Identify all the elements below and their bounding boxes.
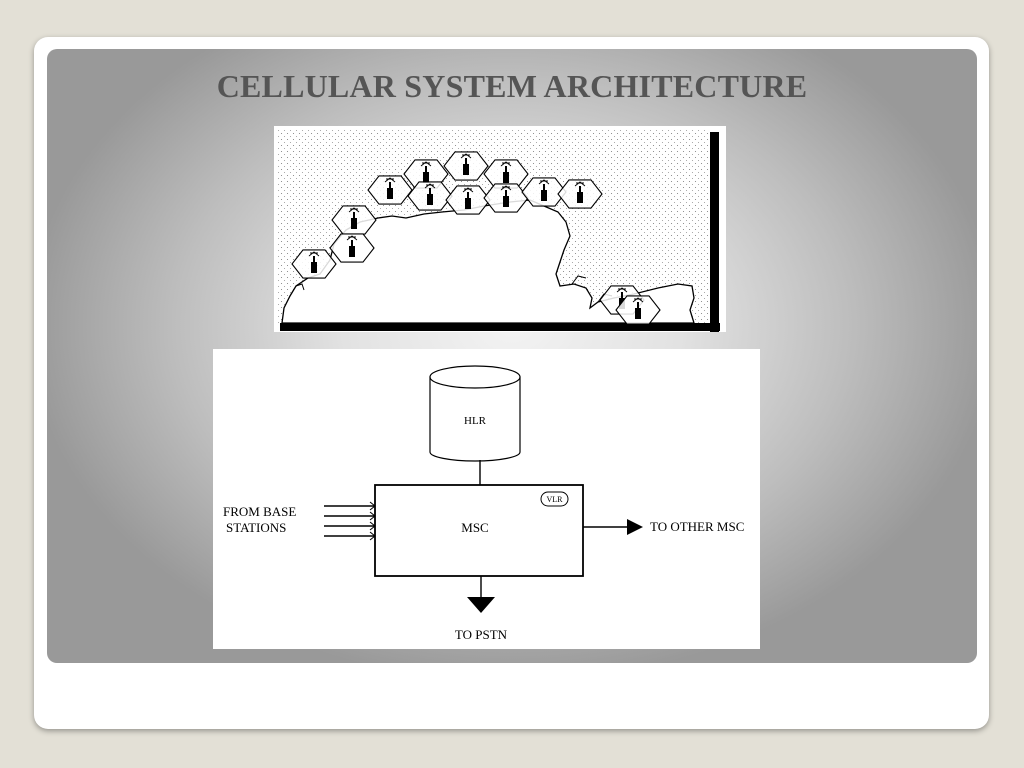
other-msc-arrowhead xyxy=(627,519,643,535)
base-station-tower-icon xyxy=(574,181,586,203)
base-station-tower-icon xyxy=(500,185,512,207)
base-station-tower-icon xyxy=(424,183,436,205)
base-station-tower-icon xyxy=(308,251,320,273)
slide-title: CELLULAR SYSTEM ARCHITECTURE xyxy=(216,68,808,104)
to-other-msc-label: TO OTHER MSC xyxy=(650,519,744,534)
base-station-tower-icon xyxy=(348,207,360,229)
base-station-tower-icon xyxy=(384,177,396,199)
input-arrow-tip xyxy=(369,531,376,541)
input-arrow-tip xyxy=(369,521,376,531)
from-base-label: FROM BASE xyxy=(223,504,296,519)
input-arrow-tip xyxy=(369,511,376,521)
vlr-badge xyxy=(540,491,569,507)
base-station-tower-icon xyxy=(632,297,644,319)
base-station-tower-icon xyxy=(538,179,550,201)
hlr-label: HLR xyxy=(464,415,487,427)
base-station-tower-icon xyxy=(500,161,512,183)
vlr-label: VLR xyxy=(547,495,564,504)
base-station-tower-icon xyxy=(346,235,358,257)
stations-label: STATIONS xyxy=(226,520,286,535)
msc-block-diagram: HLR MSC VLR FROM BASE STATIONS TO OTHER … xyxy=(213,349,760,649)
map-shadow-bottom xyxy=(280,323,720,331)
base-station-tower-icon xyxy=(462,187,474,209)
pstn-arrowhead xyxy=(467,597,495,613)
hlr-cylinder-body xyxy=(429,377,521,462)
input-arrow-tip xyxy=(369,501,376,511)
base-station-tower-icon xyxy=(460,153,472,175)
msc-label: MSC xyxy=(461,520,488,535)
hlr-database: HLR xyxy=(429,365,521,462)
to-pstn-label: TO PSTN xyxy=(455,627,508,642)
base-station-input-lines xyxy=(324,501,376,541)
hlr-cylinder-top xyxy=(429,365,521,389)
cellular-coverage-map xyxy=(274,126,726,332)
cell-grid xyxy=(291,151,661,325)
map-shadow-right xyxy=(710,132,719,332)
base-station-tower-icon xyxy=(420,161,432,183)
